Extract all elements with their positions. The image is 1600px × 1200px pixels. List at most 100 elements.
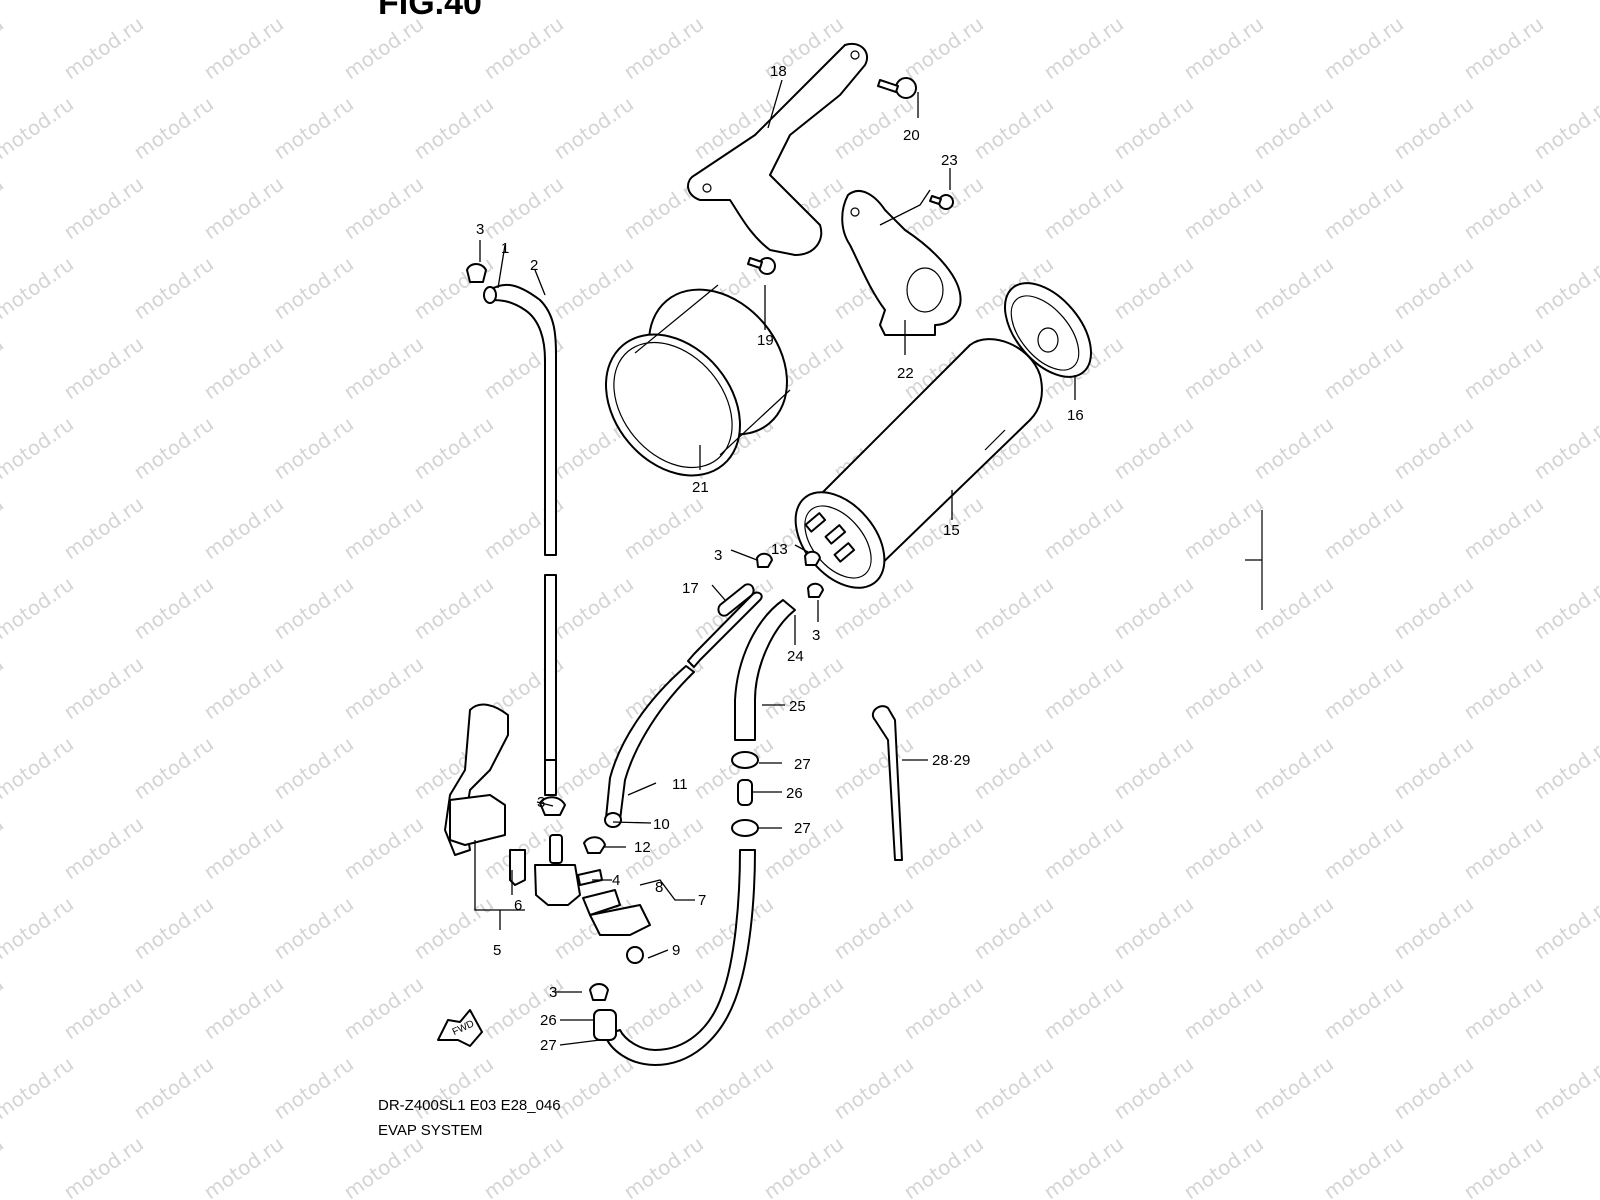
watermark-text: motod.ru — [339, 1132, 428, 1200]
watermark-text: motod.ru — [1109, 412, 1198, 484]
watermark-text: motod.ru — [1249, 892, 1338, 964]
watermark-text: motod.ru — [1459, 652, 1548, 724]
callout-24: 26 — [786, 785, 803, 802]
watermark-text: motod.ru — [0, 1132, 8, 1200]
watermark-text: motod.ru — [0, 972, 8, 1044]
watermark-text: motod.ru — [619, 972, 708, 1044]
hose-11 — [604, 591, 763, 828]
watermark-text: motod.ru — [129, 572, 218, 644]
watermark-text: motod.ru — [759, 1132, 848, 1200]
hose-clamp-canister — [756, 550, 824, 598]
hose-clamp-bottom — [589, 983, 609, 1001]
canister-band-19 — [605, 284, 791, 477]
hose-breather — [483, 283, 557, 796]
cable-tie-28-29 — [871, 705, 903, 861]
callout-3-right: 3 — [812, 627, 820, 644]
watermark-text: motod.ru — [1529, 572, 1600, 644]
watermark-text: motod.ru — [969, 892, 1058, 964]
watermark-text: motod.ru — [549, 92, 638, 164]
watermark-text: motod.ru — [59, 812, 148, 884]
watermark-text: motod.ru — [199, 1132, 288, 1200]
watermark-text: motod.ru — [1039, 972, 1128, 1044]
hose-clamp-top — [466, 263, 487, 283]
watermark-text: motod.ru — [59, 492, 148, 564]
hose-23 — [734, 599, 796, 741]
watermark-text: motod.ru — [1249, 0, 1338, 4]
watermark-text: motod.ru — [409, 892, 498, 964]
watermark-text: motod.ru — [549, 252, 638, 324]
watermark-text: motod.ru — [1459, 812, 1548, 884]
watermark-text: motod.ru — [1459, 492, 1548, 564]
watermark-text: motod.ru — [479, 12, 568, 84]
watermark-text: motod.ru — [0, 412, 78, 484]
watermark-text: motod.ru — [199, 332, 288, 404]
watermark-text: motod.ru — [1179, 172, 1268, 244]
callout-15: 17 — [682, 580, 699, 597]
watermark-text: motod.ru — [1039, 492, 1128, 564]
watermark-text: motod.ru — [549, 572, 638, 644]
watermark-text: motod.ru — [129, 252, 218, 324]
watermark-text: motod.ru — [0, 252, 78, 324]
watermark-text: motod.ru — [1389, 92, 1478, 164]
watermark-text: motod.ru — [969, 0, 1058, 4]
watermark-text: motod.ru — [1389, 252, 1478, 324]
watermark-text: motod.ru — [129, 732, 218, 804]
watermark-text: motod.ru — [1459, 12, 1548, 84]
watermark-text: motod.ru — [1319, 332, 1408, 404]
watermark-text: motod.ru — [969, 1052, 1058, 1124]
joint-24 — [737, 779, 753, 806]
watermark-text: motod.ru — [409, 0, 498, 4]
watermark-text: motod.ru — [199, 12, 288, 84]
watermark-text: motod.ru — [269, 1052, 358, 1124]
watermark-text: motod.ru — [199, 972, 288, 1044]
watermark-text: motod.ru — [129, 92, 218, 164]
watermark-text: motod.ru — [1249, 732, 1338, 804]
watermark-text: motod.ru — [199, 492, 288, 564]
callout-4: 4 — [612, 872, 620, 889]
watermark-text: motod.ru — [269, 732, 358, 804]
watermark-text: motod.ru — [59, 332, 148, 404]
watermark-text: motod.ru — [829, 1052, 918, 1124]
watermark-text: motod.ru — [1109, 92, 1198, 164]
callout-18: 20 — [903, 127, 920, 144]
callout-19: 21 — [692, 479, 709, 496]
watermark-text: motod.ru — [1319, 492, 1408, 564]
watermark-text: motod.ru — [0, 12, 8, 84]
watermark-text: motod.ru — [0, 172, 8, 244]
watermark-text: motod.ru — [339, 972, 428, 1044]
watermark-text: motod.ru — [269, 412, 358, 484]
bracket-5 — [444, 703, 509, 856]
callout-1: 1 — [501, 240, 509, 257]
watermark-text: motod.ru — [1249, 92, 1338, 164]
watermark-text: motod.ru — [199, 812, 288, 884]
figure-heading: FIG.40 — [378, 0, 482, 22]
watermark-text: motod.ru — [829, 892, 918, 964]
watermark-text: motod.ru — [1459, 972, 1548, 1044]
leader-lines — [474, 79, 1076, 1046]
evap-canister-13 — [794, 338, 1043, 589]
margin-line — [1245, 510, 1263, 610]
watermark-text: motod.ru — [1529, 412, 1600, 484]
watermark-text: motod.ru — [1039, 12, 1128, 84]
callout-7: 7 — [698, 892, 706, 909]
watermark-text: motod.ru — [269, 572, 358, 644]
watermark-text: motod.ru — [759, 972, 848, 1044]
watermark-text: motod.ru — [1389, 732, 1478, 804]
watermark-text: motod.ru — [0, 732, 78, 804]
watermark-text: motod.ru — [479, 972, 568, 1044]
watermark-text: motod.ru — [899, 1132, 988, 1200]
watermark-text: motod.ru — [269, 892, 358, 964]
watermark-text: motod.ru — [1529, 252, 1600, 324]
watermark-text: motod.ru — [1179, 332, 1268, 404]
watermark-text: motod.ru — [1389, 892, 1478, 964]
watermark-text: motod.ru — [129, 0, 218, 4]
callout-8: 8 — [655, 879, 663, 896]
callout-27-lower: 27 — [794, 820, 811, 837]
callout-25: 26 — [540, 1012, 557, 1029]
watermark-text: motod.ru — [0, 572, 78, 644]
watermark-text: motod.ru — [1109, 0, 1198, 4]
watermark-text: motod.ru — [0, 92, 78, 164]
watermark-text: motod.ru — [689, 732, 778, 804]
watermark-text: motod.ru — [1179, 812, 1268, 884]
